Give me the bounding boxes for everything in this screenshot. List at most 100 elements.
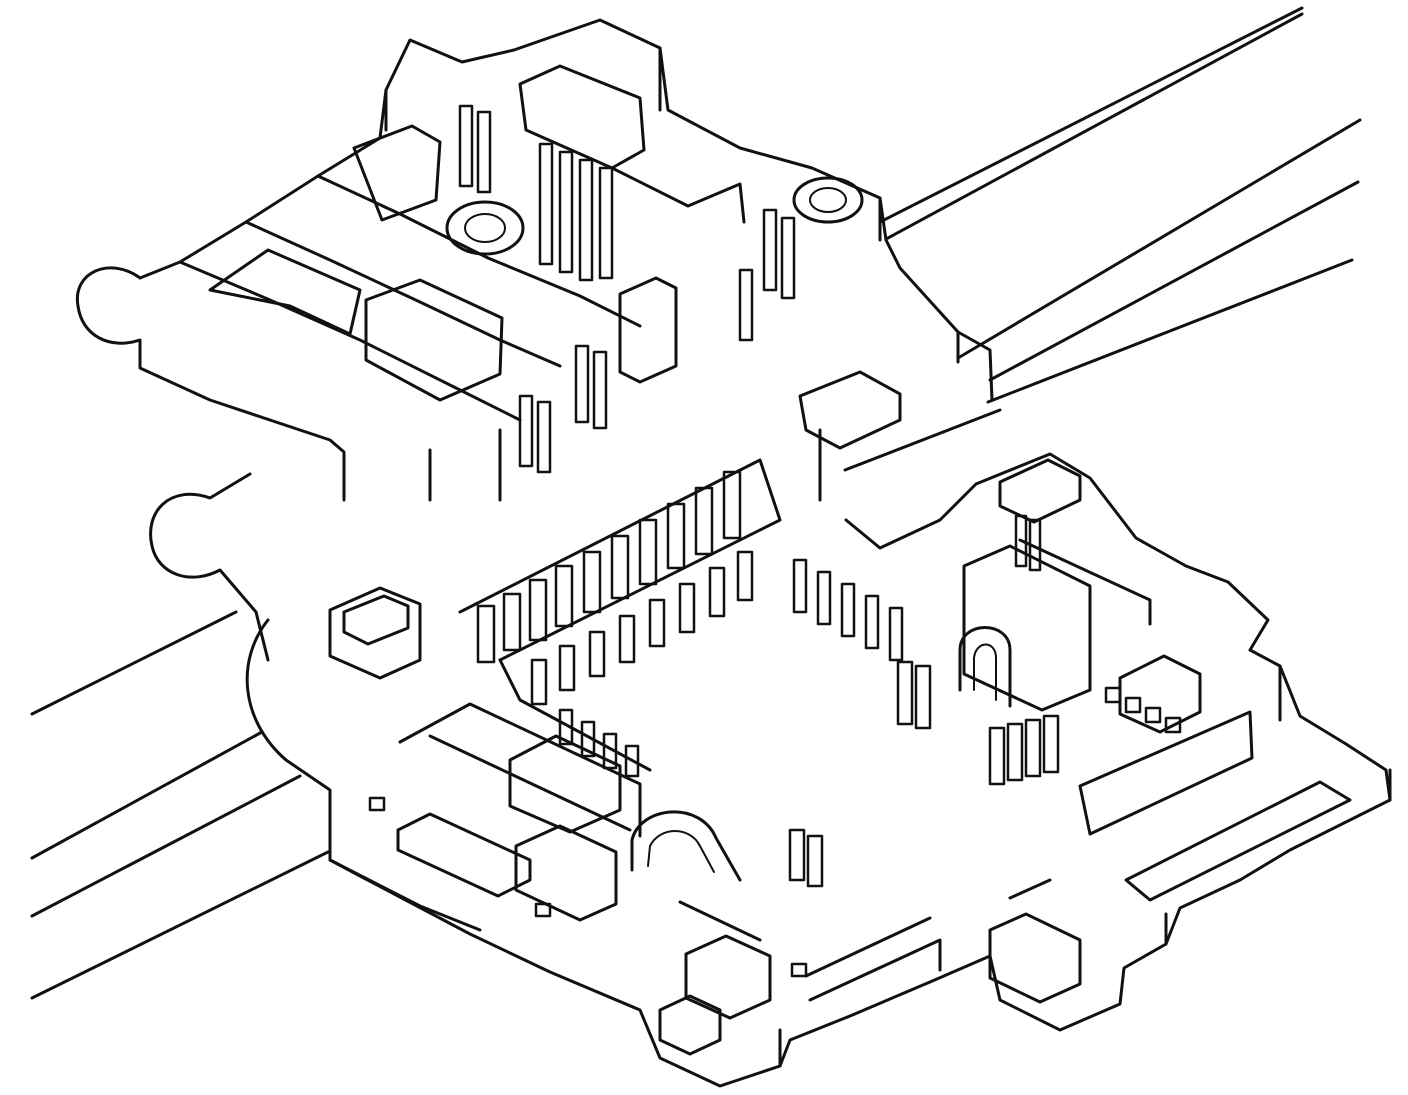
lower-rib-2 <box>428 734 632 832</box>
comb-base-lower <box>498 658 652 772</box>
upper-cavity-6 <box>798 370 902 450</box>
lower-housing-bottom-edge <box>328 798 1392 1088</box>
harness-wire-8 <box>30 730 264 860</box>
fuse-socket <box>1124 696 1142 714</box>
round-boss-upper-right <box>792 176 864 224</box>
comb-base-edge <box>458 458 782 662</box>
lower-rib-3 <box>508 734 622 834</box>
terminal-pin <box>618 614 636 664</box>
terminal-comb <box>458 458 904 778</box>
terminal-pin <box>502 592 522 652</box>
lower-rib-19 <box>658 994 722 1056</box>
housing-outline <box>75 18 1392 1088</box>
lower-rib-13 <box>998 458 1082 524</box>
lower-rib-4 <box>396 812 532 898</box>
harness-wire-10 <box>30 850 330 1000</box>
upper-cavity-2 <box>352 124 442 222</box>
relay-blade <box>914 664 932 730</box>
terminal-pin <box>648 598 666 648</box>
mounting-ear-top <box>75 266 346 502</box>
terminal-pin <box>816 570 832 626</box>
lower-housing-left-edge <box>245 618 482 932</box>
lower-rib-20 <box>1008 878 1052 900</box>
relay-blade <box>558 150 574 274</box>
terminal-pin <box>588 630 606 678</box>
harness-wire-4 <box>988 180 1360 382</box>
terminal-pin <box>864 594 880 650</box>
upper-cavity-7 <box>618 276 678 384</box>
upper-housing-left-edge <box>138 88 388 280</box>
terminal-pin <box>610 534 630 600</box>
lower-rib-8 <box>804 916 932 978</box>
lower-rib-6 <box>678 900 762 942</box>
relay-blade <box>788 828 806 882</box>
relay-blade <box>896 660 914 726</box>
upper-rib-2 <box>244 220 562 368</box>
upper-cavity-1 <box>208 248 362 336</box>
lower-rib-5 <box>514 824 618 922</box>
relay-blade <box>1024 718 1042 778</box>
relay-blade <box>536 400 552 474</box>
relay-blade <box>476 110 492 194</box>
terminal-pin <box>580 720 596 758</box>
round-boss-upper-left-inner <box>464 213 506 243</box>
terminal-pin <box>582 550 602 614</box>
relay-blade <box>574 344 590 424</box>
relay-blade <box>806 834 824 888</box>
arch-clip-bottom-inner <box>647 830 715 873</box>
fuse-socket <box>368 796 386 812</box>
terminal-pin <box>736 550 754 602</box>
upper-cavity-3 <box>518 64 646 170</box>
relay-blade <box>518 394 534 468</box>
terminal-pin <box>558 708 574 746</box>
fuse-socket <box>1144 706 1162 724</box>
terminal-pin <box>678 582 696 634</box>
arch-clip-bottom <box>630 810 742 882</box>
lower-internal-structure <box>328 458 1352 1056</box>
relay-blade <box>538 142 554 266</box>
relay-blade <box>458 104 474 188</box>
terminal-pins-row-4 <box>558 708 640 778</box>
harness-wire-1 <box>878 6 1304 224</box>
terminal-bosses <box>445 176 1012 882</box>
lower-rib-11 <box>1124 780 1352 902</box>
mounting-ear-middle <box>149 472 270 662</box>
terminal-pin <box>666 502 686 570</box>
lower-rib-9 <box>808 938 942 1002</box>
arch-clip-right <box>958 626 1012 708</box>
relay-blade <box>598 166 614 280</box>
relay-blade <box>1006 722 1024 782</box>
small-sockets <box>368 686 1182 978</box>
round-boss-upper-right-inner <box>809 187 847 213</box>
terminal-pin <box>528 578 548 642</box>
relay-blade <box>1028 518 1042 572</box>
terminal-pin <box>888 606 904 662</box>
lower-housing-right-edge <box>844 452 1392 802</box>
relay-blade <box>578 158 594 282</box>
lower-rib-1 <box>398 702 642 838</box>
relay-blades <box>458 104 1060 888</box>
lower-rib-14 <box>1018 538 1152 626</box>
fuse-socket <box>534 902 552 918</box>
harness-wire-3 <box>956 118 1362 360</box>
upper-rib-1 <box>316 174 642 328</box>
terminal-pins-row-3 <box>792 558 904 662</box>
terminal-pin <box>638 518 658 586</box>
lower-rib-18 <box>988 912 1082 1004</box>
lower-rib-17 <box>342 594 410 646</box>
harness-wire-9 <box>30 774 302 918</box>
depth-edges <box>328 46 1392 1068</box>
relay-blade <box>988 726 1006 786</box>
terminal-pin <box>602 732 618 770</box>
relay-blade <box>780 216 796 300</box>
lower-rib-15 <box>962 544 1092 712</box>
relay-blade <box>1042 714 1060 774</box>
upper-housing-top-edge <box>384 18 994 402</box>
relay-blade <box>1014 514 1028 568</box>
terminal-pin <box>558 644 576 692</box>
upper-internal-structure <box>178 64 902 450</box>
harness-wire-7 <box>30 610 238 716</box>
terminal-pin <box>840 582 856 638</box>
relay-blade <box>738 268 754 342</box>
lower-rib-10 <box>1078 710 1254 836</box>
